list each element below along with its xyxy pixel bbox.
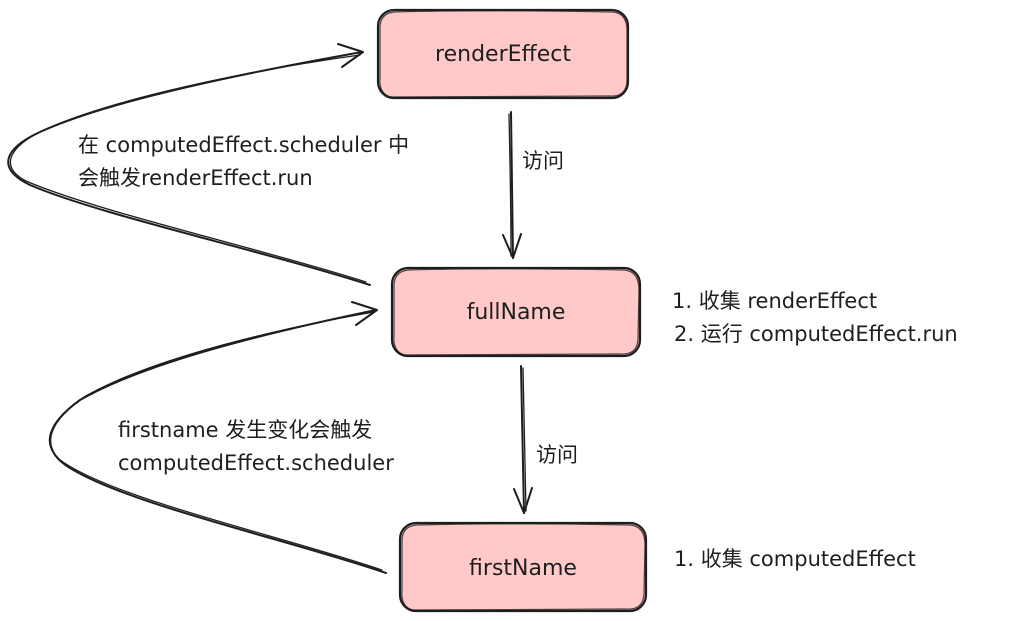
edge-scheduler-to-render [7, 43, 371, 286]
note-fullname-1: 1. 收集 renderEffect [672, 289, 877, 313]
edge-firstname-to-fullname-curve [49, 309, 387, 574]
edge-render-to-fullname-head [502, 233, 522, 259]
edge-fullname-to-firstname-head [513, 487, 533, 514]
edge-scheduler-to-render-curve-sketch [9, 54, 367, 283]
annotation-top-left-line1: 在 computedEffect.scheduler 中 [78, 133, 409, 157]
node-first-name: firstName [398, 521, 648, 613]
node-full-name-box [390, 266, 642, 358]
edge-render-to-fullname-line [510, 111, 514, 259]
annotation-bottom-left-line2: computedEffect.scheduler [118, 451, 394, 475]
edge-render-to-fullname-label: 访问 [522, 149, 564, 173]
edge-render-to-fullname-line-sketch [508, 113, 512, 257]
node-full-name: fullName [390, 266, 642, 358]
edge-fullname-to-firstname: 访问 [513, 365, 578, 514]
edge-fullname-to-firstname-label: 访问 [536, 443, 578, 467]
edge-firstname-to-fullname [48, 301, 387, 574]
note-firstname-1: 1. 收集 computedEffect [674, 547, 916, 571]
node-first-name-sketch [401, 523, 646, 611]
edge-scheduler-to-render-head [337, 43, 364, 68]
node-first-name-label: firstName [469, 556, 577, 581]
node-render-effect-sketch [379, 10, 628, 98]
edge-firstname-to-fullname-curve-sketch [48, 311, 383, 571]
node-render-effect: renderEffect [376, 8, 630, 100]
node-render-effect-label: renderEffect [435, 42, 571, 67]
annotation-bottom-left-line1: firstname 发生变化会触发 [118, 418, 372, 442]
note-fullname-2: 2. 运行 computedEffect.run [674, 322, 958, 346]
node-full-name-sketch [393, 268, 640, 356]
edge-render-to-fullname: 访问 [502, 111, 564, 259]
node-render-effect-box [376, 8, 630, 100]
edge-fullname-to-firstname-line-sketch [522, 367, 527, 512]
node-full-name-label: fullName [467, 300, 566, 325]
edge-fullname-to-firstname-line [520, 365, 525, 514]
node-first-name-box [398, 521, 648, 613]
edge-firstname-to-fullname-head [351, 301, 378, 326]
annotation-top-left-line2: 会触发renderEffect.run [78, 166, 313, 190]
